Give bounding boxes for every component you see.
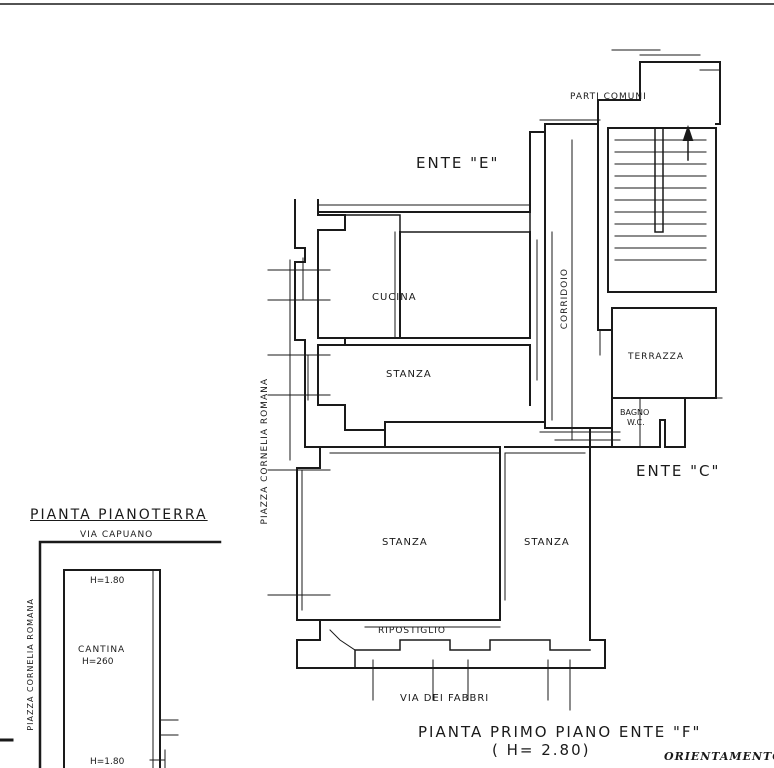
terrace-block — [611, 307, 723, 448]
wc-label: W.C. — [627, 418, 645, 427]
stair-block — [607, 124, 717, 293]
via-dei-fabbri-label: VIA DEI FABBRI — [400, 693, 490, 704]
ripostiglio-label: RIPOSTIGLIO — [378, 626, 447, 636]
plan-height-label: ( H= 2.80) — [492, 741, 591, 759]
height-top-label: H=1.80 — [90, 576, 125, 586]
corridoio-label: CORRIDOIO — [560, 268, 570, 330]
stanza-label-1: STANZA — [386, 369, 432, 380]
ente-c-label: ENTE "C" — [636, 462, 721, 480]
bagno-label: BAGNO — [620, 408, 650, 417]
stanza-label-3: STANZA — [524, 537, 570, 548]
piazza-cornelia-romana-label: PIAZZA CORNELIA ROMANA — [260, 378, 270, 525]
cantina-label: CANTINA — [78, 645, 126, 655]
ground-floor-title: PIANTA PIANOTERRA — [30, 507, 208, 523]
ground-floor-plan — [0, 540, 222, 768]
plan-title: PIANTA PRIMO PIANO ENTE "F" — [418, 723, 702, 741]
orientamento-label: ORIENTAMENTO — [664, 750, 774, 763]
via-capuano-label: VIA CAPUANO — [80, 530, 154, 540]
cantina-height-label: H=260 — [82, 657, 114, 667]
stanza-label-2: STANZA — [382, 537, 428, 548]
west-wall — [294, 199, 606, 669]
ente-e-label: ENTE "E" — [416, 154, 500, 172]
cucina-label: CUCINA — [372, 292, 417, 303]
parti-comuni-label: PARTI COMUNI — [570, 92, 647, 102]
ground-piazza-label: PIAZZA CORNELIA ROMANA — [26, 598, 35, 731]
height-bottom-label: H=1.80 — [90, 757, 125, 767]
terrazza-label: TERRAZZA — [628, 352, 684, 362]
